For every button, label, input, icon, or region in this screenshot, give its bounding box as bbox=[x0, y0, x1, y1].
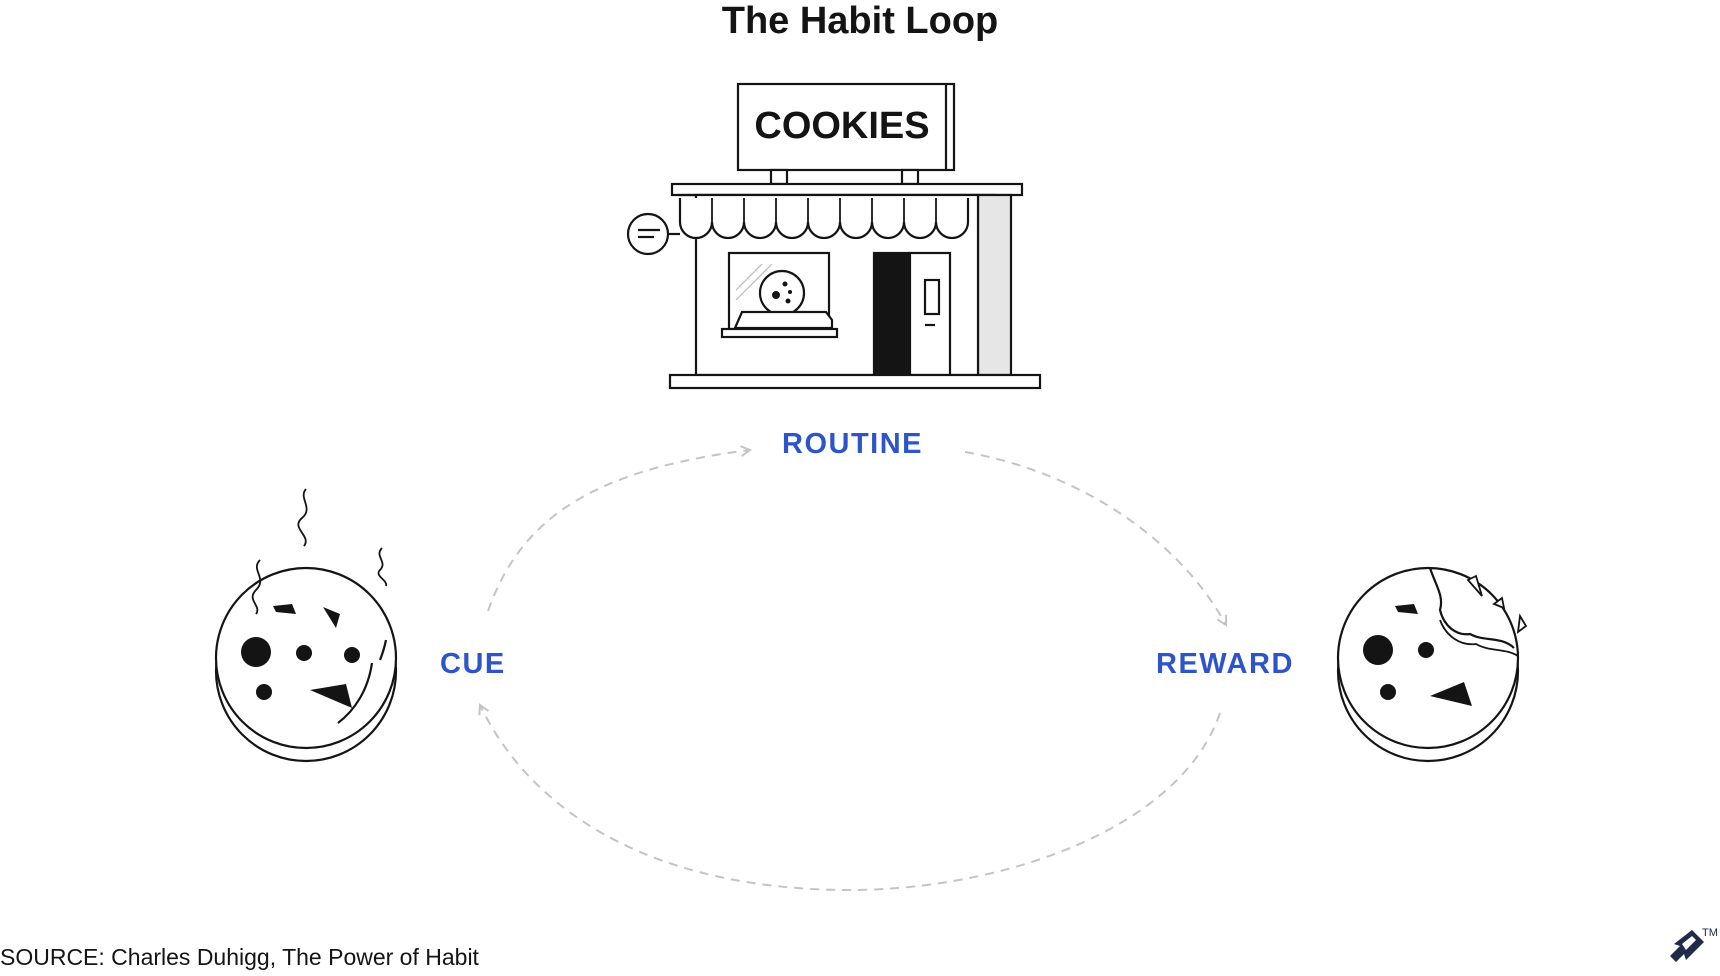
source-caption: SOURCE: Charles Duhigg, The Power of Hab… bbox=[0, 944, 479, 970]
stage-label-reward: REWARD bbox=[1156, 648, 1294, 680]
diagram-title: The Habit Loop bbox=[721, 0, 999, 42]
bitten-cookie-icon bbox=[1336, 566, 1528, 763]
stage-label-cue: CUE bbox=[440, 648, 506, 680]
loop-arrows bbox=[478, 445, 1228, 892]
arrow-reward-to-cue bbox=[478, 703, 1221, 892]
trademark-mark: TM bbox=[1702, 927, 1718, 939]
steaming-cookie-icon bbox=[214, 488, 398, 763]
cookie-shop-icon: COOKIES bbox=[626, 82, 1042, 390]
shop-sign-text: COOKIES bbox=[754, 105, 929, 147]
arrow-cue-to-routine bbox=[487, 445, 753, 612]
toptal-logo-icon bbox=[1670, 930, 1704, 962]
arrow-routine-to-reward bbox=[964, 451, 1228, 627]
stage-label-routine: ROUTINE bbox=[782, 428, 923, 460]
